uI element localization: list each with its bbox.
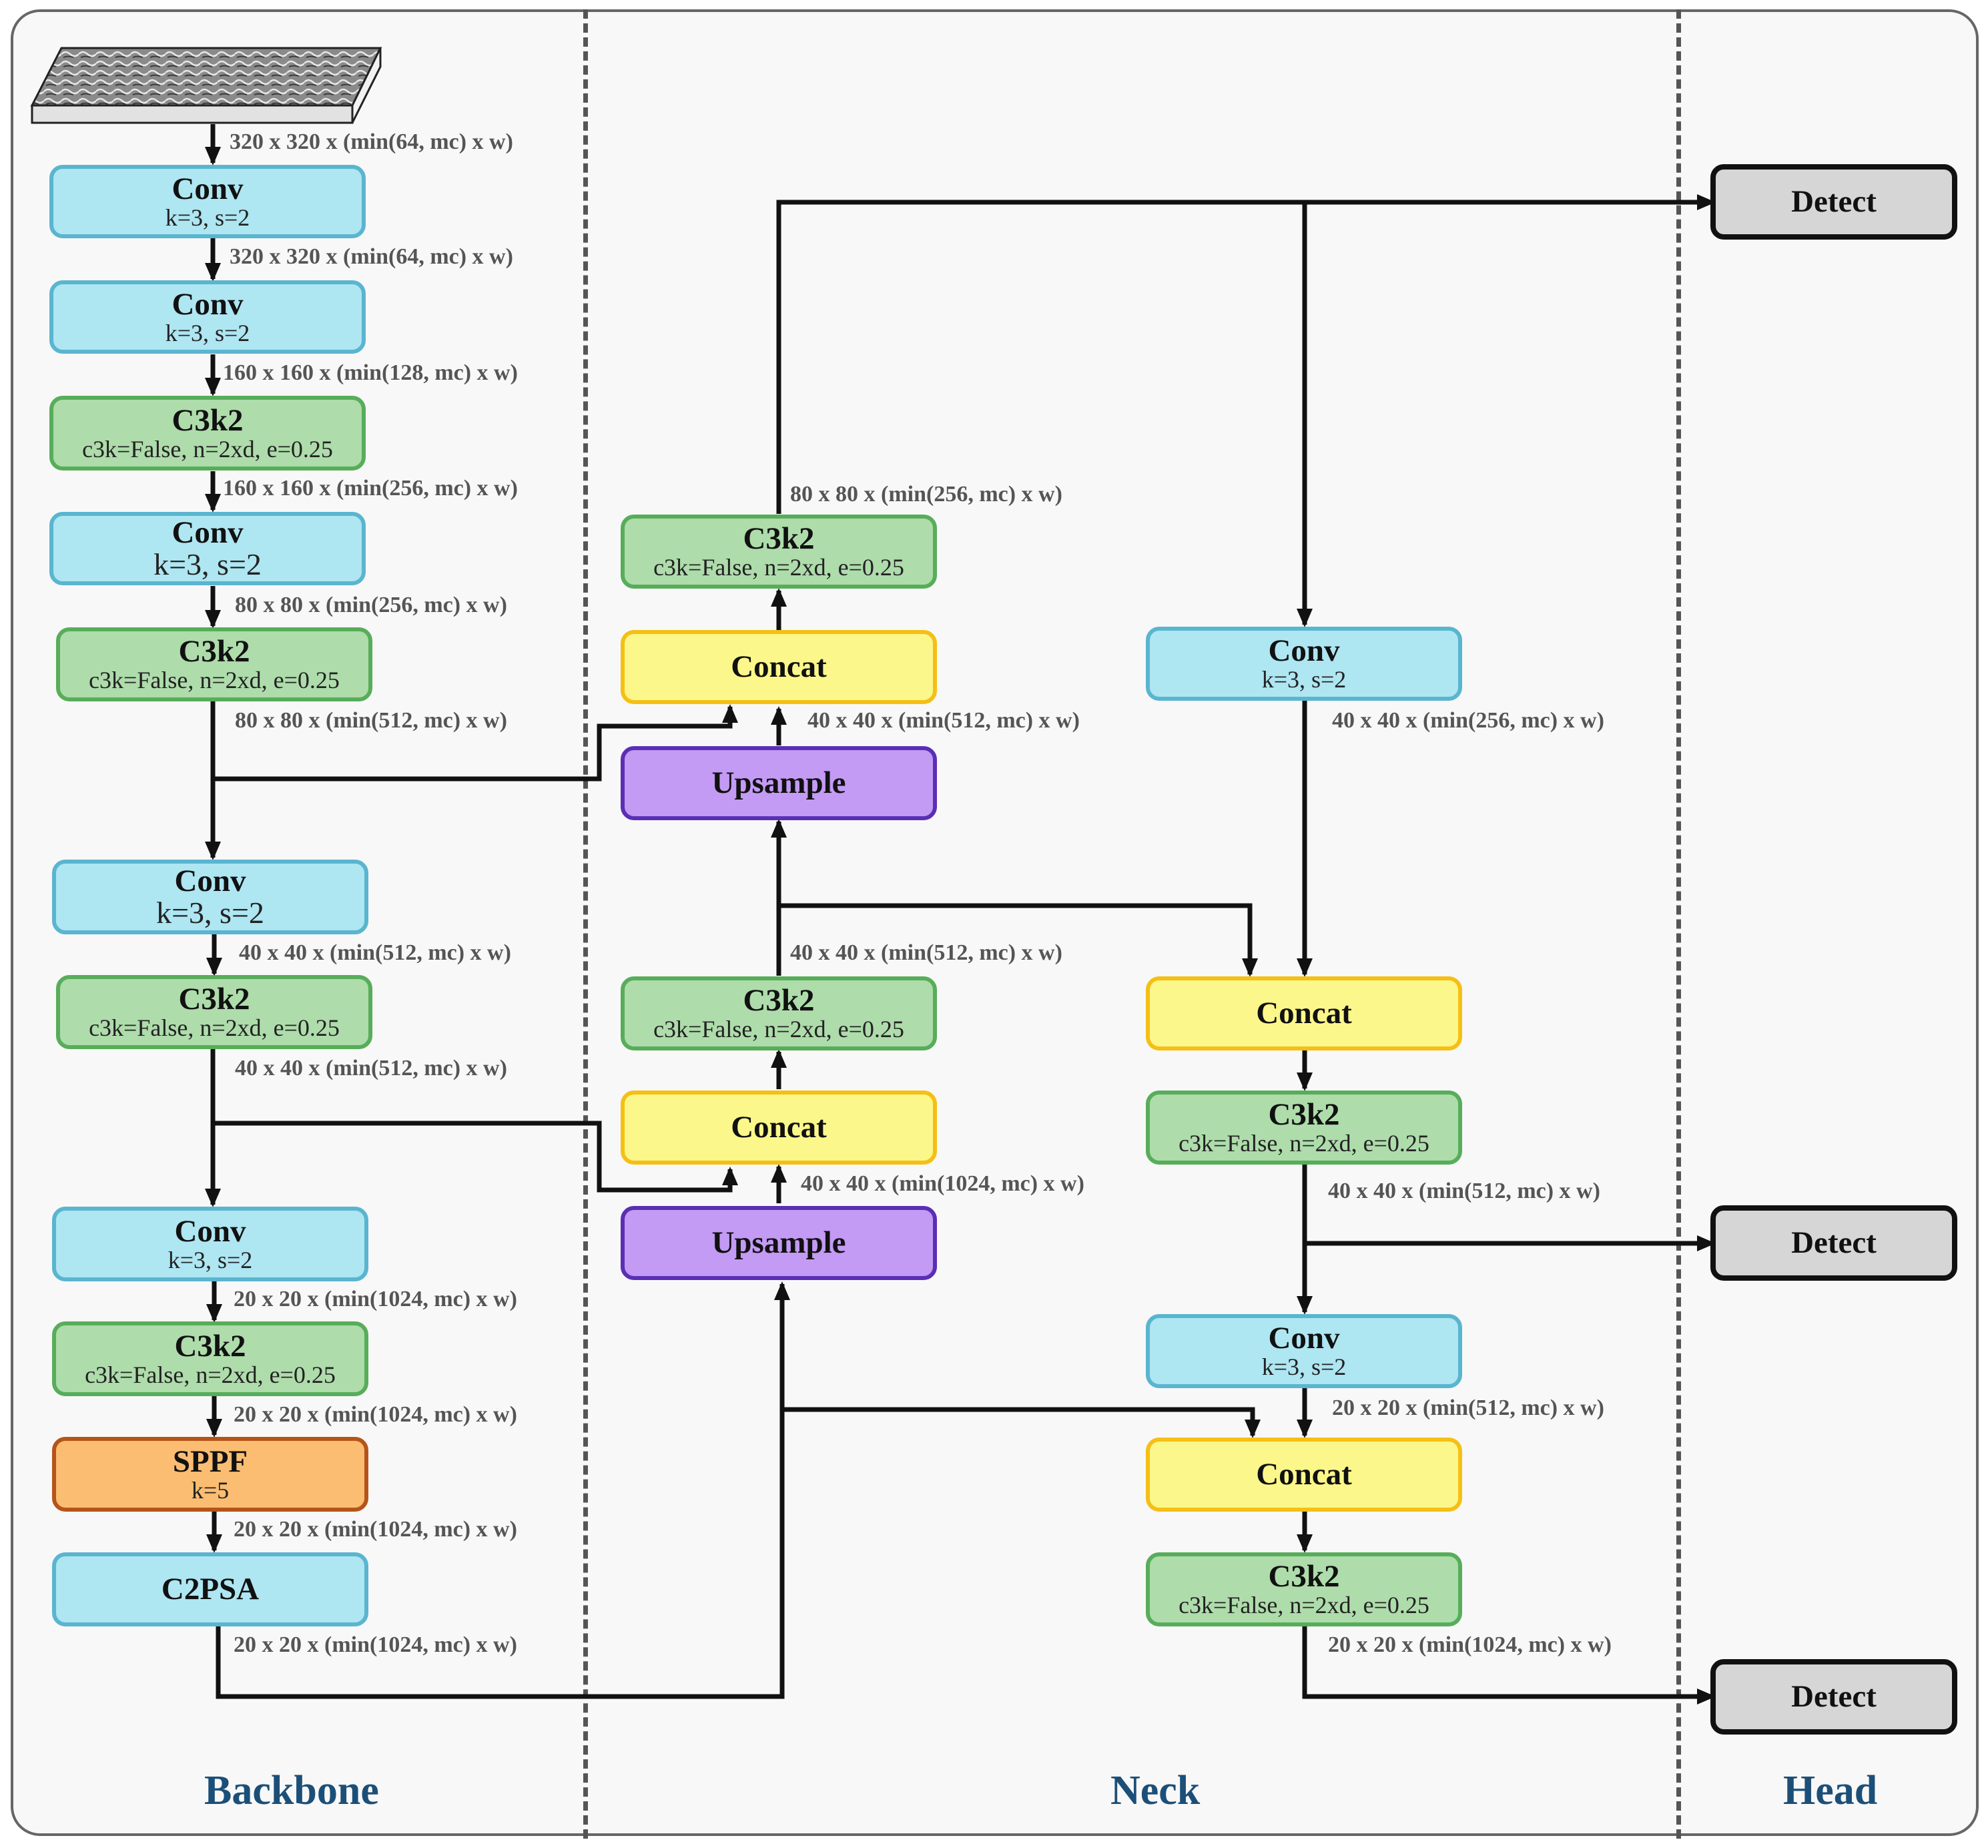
backbone-conv-4: Conv k=3, s=2: [52, 860, 368, 934]
block-title: Concat: [1256, 995, 1352, 1030]
block-params: c3k=False, n=2xd, e=0.25: [82, 435, 333, 463]
neck-upsample-bottom: Upsample: [621, 1206, 937, 1280]
tensor-size-label: 160 x 160 x (min(256, mc) x w): [223, 476, 518, 501]
block-title: C3k2: [178, 982, 250, 1017]
block-title: C3k2: [172, 402, 244, 438]
block-title: C3k2: [1268, 1097, 1340, 1133]
block-title: Concat: [731, 1109, 827, 1145]
neck-c3k2-mid: C3k2 c3k=False, n=2xd, e=0.25: [621, 976, 937, 1050]
head-detect-3: Detect: [1710, 1659, 1957, 1735]
block-title: Conv: [174, 863, 246, 898]
block-title: C3k2: [178, 634, 250, 669]
block-params: k=3, s=2: [165, 204, 250, 231]
block-title: Concat: [731, 649, 827, 684]
block-params: c3k=False, n=2xd, e=0.25: [653, 1016, 904, 1043]
backbone-c3k2-3: C3k2 c3k=False, n=2xd, e=0.25: [56, 975, 372, 1049]
block-title: Upsample: [711, 1225, 846, 1260]
block-title: Concat: [1256, 1456, 1352, 1492]
block-params: k=3, s=2: [153, 547, 262, 581]
tensor-size-label: 320 x 320 x (min(64, mc) x w): [230, 244, 513, 269]
block-params: c3k=False, n=2xd, e=0.25: [89, 1014, 340, 1042]
block-title: Conv: [1268, 633, 1340, 669]
tensor-size-label: 80 x 80 x (min(256, mc) x w): [235, 593, 507, 617]
divider-neck-head: [1676, 9, 1681, 1839]
block-params: c3k=False, n=2xd, e=0.25: [653, 554, 904, 581]
block-title: Detect: [1791, 184, 1877, 219]
block-title: C2PSA: [161, 1571, 260, 1606]
tensor-size-label: 20 x 20 x (min(512, mc) x w): [1332, 1396, 1604, 1420]
backbone-conv-5: Conv k=3, s=2: [52, 1207, 368, 1281]
block-params: c3k=False, n=2xd, e=0.25: [1179, 1130, 1429, 1157]
tensor-size-label: 40 x 40 x (min(256, mc) x w): [1332, 708, 1604, 733]
neck-right-conv-2: Conv k=3, s=2: [1146, 1314, 1462, 1388]
block-title: Detect: [1791, 1225, 1877, 1260]
section-title-neck: Neck: [1110, 1768, 1201, 1813]
backbone-conv-1: Conv k=3, s=2: [49, 165, 366, 238]
block-title: Upsample: [711, 765, 846, 800]
neck-right-c3k2-1: C3k2 c3k=False, n=2xd, e=0.25: [1146, 1091, 1462, 1165]
tensor-size-label: 320 x 320 x (min(64, mc) x w): [230, 129, 513, 154]
tensor-size-label: 40 x 40 x (min(512, mc) x w): [790, 940, 1062, 965]
block-title: Conv: [172, 171, 244, 206]
backbone-c3k2-4: C3k2 c3k=False, n=2xd, e=0.25: [52, 1321, 368, 1396]
block-params: k=3, s=2: [168, 1246, 253, 1273]
neck-concat-top: Concat: [621, 630, 937, 704]
block-params: c3k=False, n=2xd, e=0.25: [85, 1361, 336, 1388]
tensor-size-label: 20 x 20 x (min(1024, mc) x w): [1328, 1632, 1612, 1657]
block-params: k=5: [191, 1476, 230, 1504]
section-title-backbone: Backbone: [204, 1768, 379, 1813]
head-detect-2: Detect: [1710, 1205, 1957, 1281]
tensor-size-label: 40 x 40 x (min(512, mc) x w): [807, 708, 1080, 733]
block-title: Detect: [1791, 1678, 1877, 1714]
block-params: k=3, s=2: [156, 895, 264, 930]
tensor-size-label: 160 x 160 x (min(128, mc) x w): [223, 360, 518, 385]
neck-c3k2-top: C3k2 c3k=False, n=2xd, e=0.25: [621, 515, 937, 589]
tensor-size-label: 20 x 20 x (min(1024, mc) x w): [234, 1632, 517, 1657]
head-detect-1: Detect: [1710, 164, 1957, 240]
neck-concat-mid: Concat: [621, 1091, 937, 1165]
tensor-size-label: 20 x 20 x (min(1024, mc) x w): [234, 1517, 517, 1542]
backbone-conv-2: Conv k=3, s=2: [49, 280, 366, 354]
block-params: c3k=False, n=2xd, e=0.25: [89, 667, 340, 694]
divider-backbone-neck: [583, 9, 588, 1839]
block-title: C3k2: [743, 983, 815, 1018]
tensor-size-label: 40 x 40 x (min(1024, mc) x w): [801, 1171, 1084, 1196]
backbone-conv-3: Conv k=3, s=2: [49, 512, 366, 585]
tensor-size-label: 40 x 40 x (min(512, mc) x w): [239, 940, 511, 965]
block-params: k=3, s=2: [1261, 1353, 1347, 1381]
neck-right-concat-1: Concat: [1146, 976, 1462, 1050]
neck-right-c3k2-2: C3k2 c3k=False, n=2xd, e=0.25: [1146, 1552, 1462, 1626]
tensor-size-label: 20 x 20 x (min(1024, mc) x w): [234, 1287, 517, 1311]
input-image: [30, 47, 382, 124]
block-title: SPPF: [172, 1444, 248, 1479]
tensor-size-label: 40 x 40 x (min(512, mc) x w): [235, 1056, 507, 1081]
backbone-c3k2-2: C3k2 c3k=False, n=2xd, e=0.25: [56, 627, 372, 701]
neck-upsample-top: Upsample: [621, 746, 937, 820]
tensor-size-label: 20 x 20 x (min(1024, mc) x w): [234, 1402, 517, 1427]
neck-right-conv-1: Conv k=3, s=2: [1146, 627, 1462, 701]
block-title: Conv: [172, 286, 244, 322]
tensor-size-label: 80 x 80 x (min(512, mc) x w): [235, 708, 507, 733]
section-title-head: Head: [1783, 1768, 1878, 1813]
block-title: Conv: [174, 1213, 246, 1249]
block-title: C3k2: [1268, 1559, 1340, 1594]
neck-right-concat-2: Concat: [1146, 1438, 1462, 1512]
backbone-c2psa: C2PSA: [52, 1552, 368, 1626]
tensor-size-label: 40 x 40 x (min(512, mc) x w): [1328, 1179, 1600, 1203]
block-title: C3k2: [174, 1328, 246, 1363]
block-params: k=3, s=2: [1261, 666, 1347, 693]
backbone-sppf: SPPF k=5: [52, 1437, 368, 1512]
block-params: c3k=False, n=2xd, e=0.25: [1179, 1592, 1429, 1619]
tensor-size-label: 80 x 80 x (min(256, mc) x w): [790, 482, 1062, 507]
backbone-c3k2-1: C3k2 c3k=False, n=2xd, e=0.25: [49, 396, 366, 471]
block-title: C3k2: [743, 521, 815, 557]
block-params: k=3, s=2: [165, 319, 250, 346]
block-title: Conv: [172, 515, 244, 550]
block-title: Conv: [1268, 1321, 1340, 1356]
